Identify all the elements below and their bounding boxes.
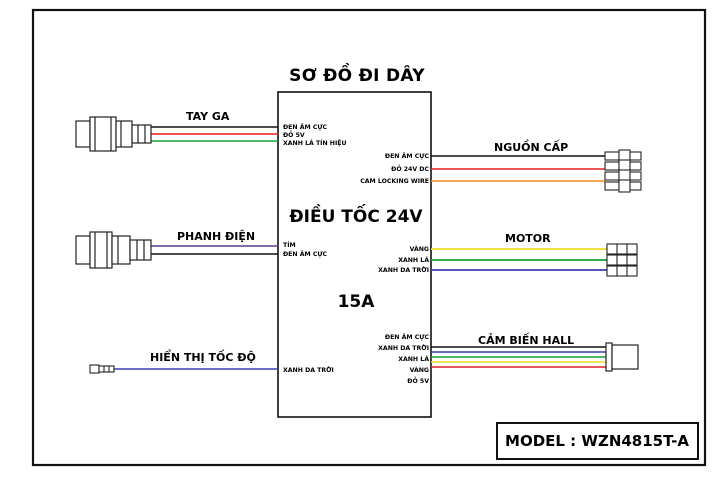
motor-connector-icon (606, 243, 638, 277)
throttle-group: TAY GA ĐEN ÂM CỰC ĐỎ 5V XANH LÁ TÍN HIỆU (75, 110, 347, 152)
controller-name: ĐIỀU TỐC 24V (289, 203, 423, 227)
brake-wire-label-2: ĐEN ÂM CỰC (283, 249, 328, 258)
motor-wire-label-3: XANH DA TRỜI (378, 265, 429, 274)
power-wire-label-2: ĐỎ 24V DC (391, 163, 429, 173)
diagram-title: SƠ ĐỒ ĐI DÂY (289, 62, 425, 86)
hall-wire-label-3: XANH LÁ (398, 354, 429, 363)
throttle-connector-icon (75, 116, 152, 152)
hall-wire-label-1: ĐEN ÂM CỰC (385, 332, 430, 341)
hall-group: CẢM BIẾN HALL ĐEN ÂM CỰC XANH DA TRỜI XA… (378, 332, 639, 385)
throttle-label: TAY GA (186, 110, 230, 123)
hall-wire-label-4: VÀNG (410, 365, 429, 374)
model-label: MODEL : WZN4815T-A (505, 432, 689, 450)
hall-wire-label-2: XANH DA TRỜI (378, 343, 429, 352)
power-wire-label-1: ĐEN ÂM CỰC (385, 151, 430, 160)
speed-wire-label-1: XANH DA TRỜI (283, 365, 334, 374)
throttle-wire-label-3: XANH LÁ TÍN HIỆU (283, 138, 347, 147)
throttle-wire-label-2: ĐỎ 5V (283, 129, 305, 139)
brake-connector-icon (75, 231, 152, 269)
throttle-wire-label-1: ĐEN ÂM CỰC (283, 122, 328, 131)
motor-wire-label-2: XANH LÁ (398, 255, 429, 264)
power-connector-icon (604, 149, 642, 193)
controller-rating: 15A (338, 292, 376, 312)
speed-label: HIỂN THỊ TỐC ĐỘ (150, 349, 256, 364)
model-box (496, 422, 699, 460)
speed-group: HIỂN THỊ TỐC ĐỘ XANH DA TRỜI (89, 349, 334, 374)
brake-group: PHANH ĐIỆN TÍM ĐEN ÂM CỰC (75, 230, 328, 269)
hall-label: CẢM BIẾN HALL (478, 332, 574, 347)
motor-group: MOTOR VÀNG XANH LÁ XANH DA TRỜI (378, 232, 638, 277)
motor-label: MOTOR (505, 232, 551, 245)
controller-box (277, 91, 432, 418)
hall-connector-icon (605, 342, 639, 372)
power-wire-label-3: CAM LOCKING WIRE (360, 178, 429, 185)
motor-wire-label-1: VÀNG (410, 244, 429, 253)
power-group: NGUỒN CẤP ĐEN ÂM CỰC ĐỎ 24V DC CAM LOCKI… (360, 139, 642, 193)
speed-connector-icon (89, 364, 115, 374)
brake-wire-label-1: TÍM (283, 240, 296, 249)
hall-wire-label-5: ĐỎ 5V (407, 375, 429, 385)
brake-label: PHANH ĐIỆN (177, 230, 255, 243)
power-label: NGUỒN CẤP (494, 139, 568, 154)
